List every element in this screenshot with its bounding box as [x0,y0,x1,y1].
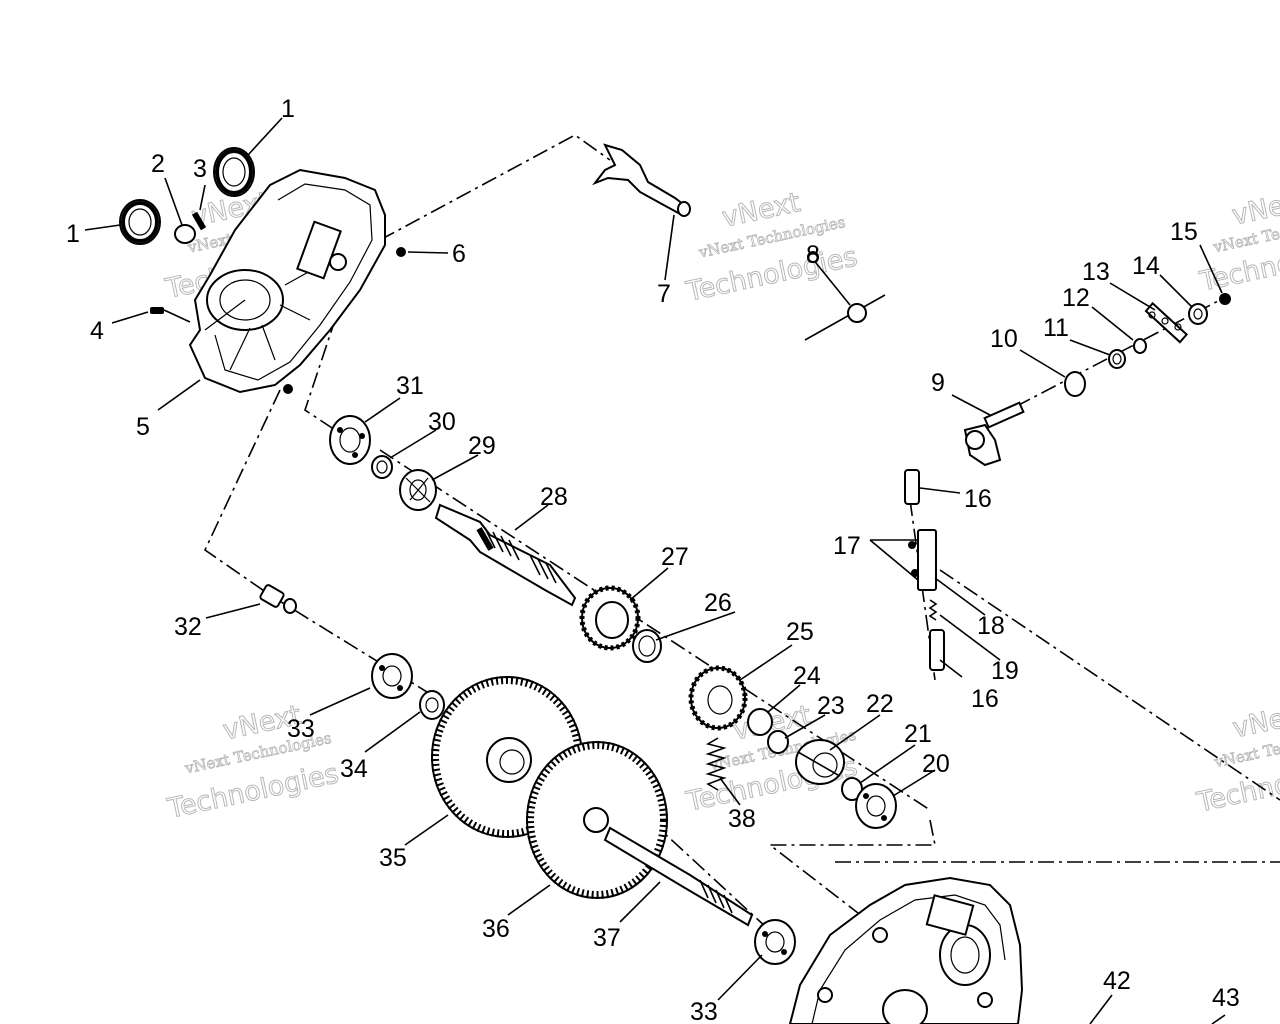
input-shaft [434,503,577,607]
callout-label: 37 [593,924,621,952]
callout-label: 33 [287,715,315,743]
callout-label: 24 [793,662,821,690]
callout-label: 18 [977,612,1005,640]
callout-label: 29 [468,432,496,460]
callout-label: 21 [904,720,932,748]
callout-label: 11 [1043,314,1069,342]
washer-34 [419,690,445,720]
callout-label: 10 [990,325,1018,353]
bolt-right [396,247,406,257]
centerline-to-case [767,819,936,931]
callout-label: 6 [452,240,466,268]
housing-cover [188,168,386,394]
callout-label: 14 [1132,252,1160,280]
callout-label: 28 [540,483,568,511]
bolt-left [150,307,191,323]
callout-label: 17 [833,532,861,560]
callout-label: 1 [281,95,295,123]
centerline-lower-left [203,389,281,596]
callout-label: 13 [1082,258,1110,286]
callout-label: 16 [964,485,992,513]
callout-label: 19 [991,657,1019,685]
bearing-31 [329,415,371,465]
transmission-case [788,876,1024,1024]
nut-15 [1219,293,1231,305]
gear-25 [688,665,748,731]
washer-11 [1108,349,1126,369]
gear-27 [579,585,641,651]
spring-38 [705,737,727,791]
washer-12 [1133,338,1147,354]
hub-22 [795,739,845,785]
leader-lines [84,117,1226,1024]
callout-label: 36 [482,915,510,943]
callout-label: 22 [866,690,894,718]
output-shaft [603,826,754,927]
watermark-text: vNext [1229,185,1280,232]
callout-label: 3 [193,155,207,183]
bushing [174,224,196,244]
callout-label: 8 [806,241,820,269]
o-ring [1064,371,1086,397]
callout-label: 4 [90,317,104,345]
callout-label: 1 [66,220,80,248]
callout-label: 12 [1062,284,1090,312]
bearing-33-upper [371,653,413,699]
bushing-32 [259,584,297,614]
callout-label: 23 [817,692,845,720]
callout-label: 25 [786,618,814,646]
callout-label: 42 [1103,967,1131,995]
callout-label: 26 [704,589,732,617]
bearing-29 [399,469,437,511]
callout-label: 38 [728,805,756,833]
spacer-26 [632,629,662,663]
dowel-pin [191,211,207,231]
callout-label: 16 [971,685,999,713]
detent-assembly [869,469,945,671]
callout-label: 20 [922,750,950,778]
washer-24 [747,708,773,736]
callout-label: 35 [379,844,407,872]
bolt-bottom [283,384,293,394]
bearing-33-lower [754,919,796,965]
centerline-output [649,819,781,941]
shift-fork [592,143,691,217]
gear-36 [526,741,668,899]
washer-30 [371,455,393,479]
callout-labels: 1 1 2 3 4 5 6 7 8 9 10 11 12 13 14 15 16… [66,95,1240,1024]
seal-left [119,199,161,245]
washer-23 [767,730,789,754]
watermark-text: vNext [1230,698,1280,745]
callout-label: 34 [340,755,368,783]
shift-shaft [963,401,1025,467]
callout-label: 15 [1170,218,1198,246]
detent-pin [804,251,886,341]
shift-lever [1144,301,1189,344]
bearing-20 [855,783,897,829]
callout-label: 2 [151,150,165,178]
callout-label: 31 [396,372,424,400]
callout-label: 32 [174,613,202,641]
centerline-upper-shaft [304,289,346,431]
centerline-shift-fork [379,134,611,241]
callout-label: 43 [1212,984,1240,1012]
seal-upper [213,147,255,197]
callout-label: 27 [661,543,689,571]
centerline-right-diagonal [939,569,1280,801]
centerline-shift-shaft [989,299,1221,421]
callout-label: 30 [428,408,456,436]
callout-label: 33 [690,998,718,1024]
callout-label: 5 [136,413,150,441]
callout-label: 9 [931,369,945,397]
washer-14 [1188,303,1208,325]
centerline-main-shaft [379,449,931,811]
callout-label: 7 [657,280,671,308]
